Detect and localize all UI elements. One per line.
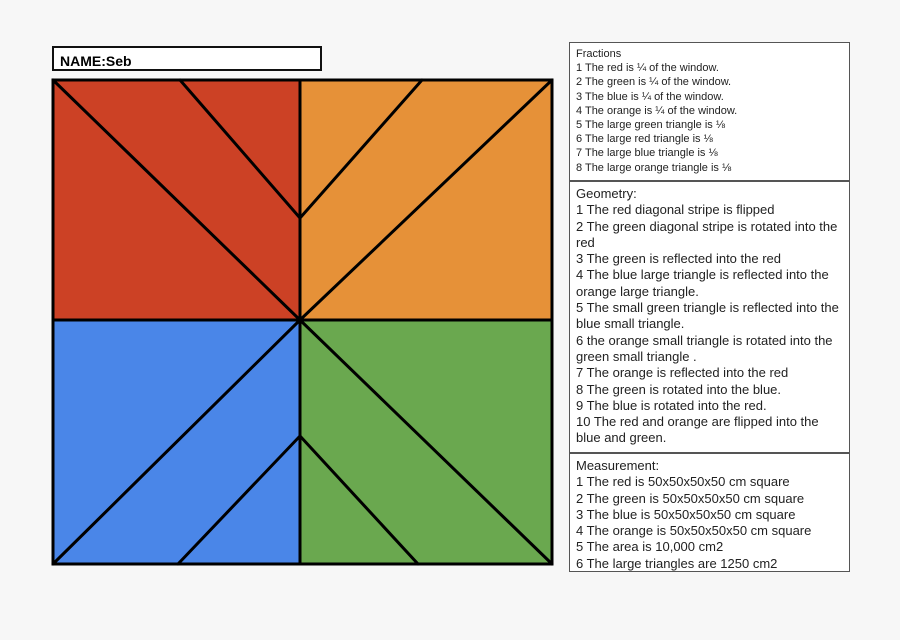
list-item: 6 The large triangles are 1250 cm2 [576, 555, 778, 571]
name-value: Seb [105, 53, 132, 69]
measurement-panel: Measurement: 1 The red is 50x50x50x50 cm… [569, 453, 850, 572]
list-item: 10 The red and orange are flipped into t… [576, 414, 819, 446]
geometry-title: Geometry: [576, 186, 637, 201]
diagonal-line [51, 318, 302, 566]
diagonal-line [298, 318, 554, 566]
geometry-panel: Geometry: 1 The red diagonal stripe is f… [569, 181, 850, 453]
list-item: 2 The green is ¼ of the window. [576, 76, 732, 89]
list-item: 5 The area is 10,000 cm2 [576, 539, 724, 555]
list-item: 8 The large orange triangle is ⅛ [576, 161, 732, 174]
list-item: 6 The large red triangle is ⅛ [576, 133, 713, 146]
list-item: 3 The green is reflected into the red [576, 251, 781, 267]
list-item: 9 The blue is rotated into the red. [576, 397, 767, 413]
quilt-border [51, 78, 554, 566]
list-item: 1 The red is ¼ of the window. [576, 62, 719, 75]
list-item: 1 The red is 50x50x50x50 cm square [576, 474, 790, 490]
list-item: 4 The blue large triangle is reflected i… [576, 267, 829, 299]
stripe-line [176, 434, 302, 566]
stripe-line [298, 434, 420, 566]
diagonal-line [51, 78, 302, 322]
list-item: 1 The red diagonal stripe is flipped [576, 202, 775, 218]
list-item: 7 The large blue triangle is ⅛ [576, 147, 718, 160]
name-box: NAME:Seb [52, 46, 322, 71]
list-item: 4 The orange is 50x50x50x50 cm square [576, 523, 812, 539]
fractions-title: Fractions [576, 48, 622, 60]
list-item: 3 The blue is ¼ of the window. [576, 90, 724, 103]
list-item: 4 The orange is ¼ of the window. [576, 104, 738, 117]
diagonal-line [298, 78, 554, 322]
list-item: 5 The large green triangle is ⅛ [576, 119, 725, 132]
list-item: 8 The green is rotated into the blue. [576, 381, 782, 397]
list-item: 7 The orange is reflected into the red [576, 365, 789, 381]
list-item: 3 The blue is 50x50x50x50 cm square [576, 506, 796, 522]
measurement-list: 1 The red is 50x50x50x50 cm square 2 The… [576, 474, 843, 571]
list-item: 5 The small green triangle is reflected … [576, 300, 839, 332]
stripe-line [298, 78, 424, 220]
stripe-line [178, 78, 302, 220]
fractions-panel: Fractions 1 The red is ¼ of the window. … [569, 42, 850, 181]
list-item: 6 the orange small triangle is rotated i… [576, 332, 833, 364]
fractions-list: 1 The red is ¼ of the window. 2 The gree… [576, 61, 843, 175]
geometry-list: 1 The red diagonal stripe is flipped 2 T… [576, 202, 843, 446]
name-label: NAME: [60, 53, 106, 69]
measurement-title: Measurement: [576, 458, 660, 473]
list-item: 2 The green diagonal stripe is rotated i… [576, 218, 838, 250]
list-item: 2 The green is 50x50x50x50 cm square [576, 490, 805, 506]
